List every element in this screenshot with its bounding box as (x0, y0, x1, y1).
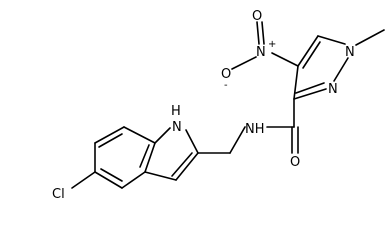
bond-n1-c7a (154, 127, 171, 144)
bond-c5-cl (71, 171, 96, 189)
atom-amide-nh: NH (245, 122, 265, 137)
atom-nitro-minus: - (224, 80, 228, 91)
bond-nitro-n-c4 (271, 52, 299, 67)
bond-c2-c3-double (171, 152, 193, 177)
atom-indole-n: N (172, 120, 182, 135)
bond-c4-c5 (297, 35, 319, 67)
bond-c5-n1 (317, 35, 346, 45)
atom-labels: O N + O - N N NH O H N Cl (52, 9, 355, 202)
atom-nitro-n: N (256, 45, 266, 60)
bond-n2-c3-double (295, 82, 325, 94)
bond-c2-c3 (175, 152, 199, 181)
bond-n2-c3 (293, 88, 327, 100)
bond-nitro-n-o-top (256, 21, 260, 45)
atom-chlorine: Cl (52, 187, 65, 202)
bond-c3-c4 (293, 65, 299, 100)
bond-c2-n1 (185, 129, 199, 154)
molecule-diagram: O N + O - N N NH O H N Cl (52, 9, 385, 202)
bond-c7a-c7 (123, 126, 156, 144)
atom-amide-o: O (290, 155, 300, 170)
bond-n1-n2 (333, 57, 349, 82)
structure-canvas: O N + O - N N NH O H N Cl (52, 9, 385, 202)
bond-c3a-c7a-inner (139, 144, 150, 168)
atom-nitro-plus: + (268, 39, 276, 50)
atom-ring-n1: N (345, 45, 355, 60)
bond-c5-c4 (94, 171, 123, 189)
bond-c3-c3a (144, 171, 177, 181)
atom-indole-h: H (171, 104, 181, 119)
bond-n1-methyl (355, 29, 385, 46)
atom-nitro-o-bottom: O (221, 67, 231, 82)
bond-c4-c3a (121, 171, 146, 189)
bond-c3a-c7a (144, 142, 156, 173)
bond-c7-c6-double (98, 133, 123, 148)
bond-nh-ch2 (229, 126, 246, 154)
bond-c5-c4-double (100, 168, 123, 182)
bond-c4-c5-double (302, 41, 321, 69)
bonds (71, 21, 385, 189)
atom-nitro-o-top: O (252, 9, 262, 24)
atom-ring-n2: N (328, 82, 338, 97)
bond-c7-c6 (94, 126, 125, 144)
bond-nitro-n-o-top-double (261, 21, 265, 45)
bond-nitro-n-o-bottom (231, 56, 257, 70)
